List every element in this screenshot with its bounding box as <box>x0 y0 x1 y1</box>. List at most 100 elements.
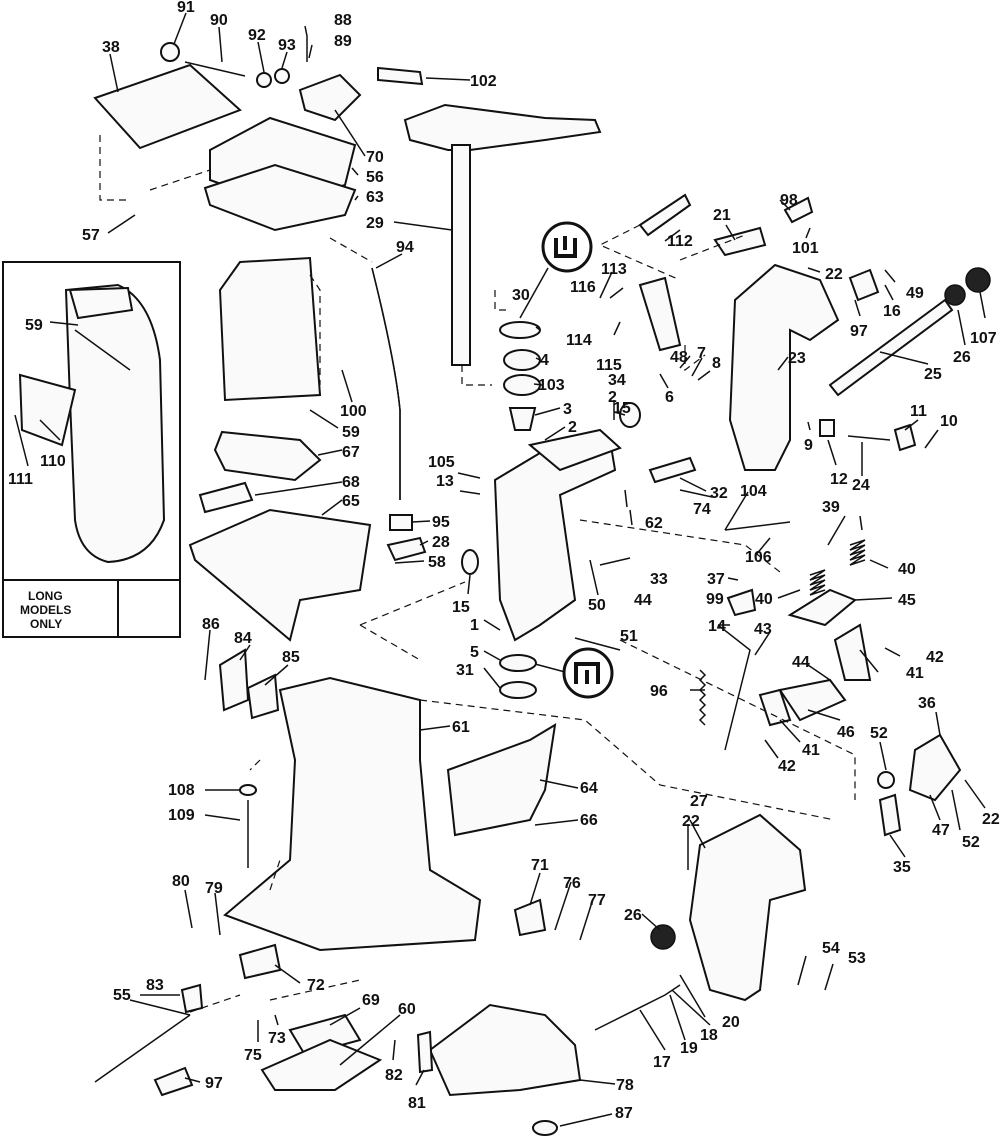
callout-47: 47 <box>932 822 950 839</box>
callout-97a: 97 <box>850 323 868 340</box>
callout-87: 87 <box>615 1105 633 1122</box>
callout-16: 16 <box>883 303 901 320</box>
callout-7: 7 <box>697 345 706 362</box>
part-63-gasket <box>203 163 357 232</box>
callout-64: 64 <box>580 780 598 797</box>
callout-36: 36 <box>918 695 936 712</box>
callout-111: 111 <box>8 471 33 488</box>
inset-label-line3: ONLY <box>30 617 62 631</box>
callout-25: 25 <box>924 366 942 383</box>
callout-43: 43 <box>754 621 772 638</box>
callout-61: 61 <box>452 719 470 736</box>
callout-81: 81 <box>408 1095 426 1112</box>
callout-75: 75 <box>244 1047 262 1064</box>
callout-37: 37 <box>707 571 725 588</box>
callout-98: 98 <box>780 192 798 209</box>
callout-92: 92 <box>248 27 266 44</box>
callout-74: 74 <box>693 501 711 518</box>
callout-34: 34 <box>608 372 626 389</box>
part-59-exhaust <box>218 256 322 402</box>
callout-21: 21 <box>713 207 731 224</box>
callout-53: 53 <box>848 950 866 967</box>
callout-68: 68 <box>342 474 360 491</box>
callout-71: 71 <box>531 857 549 874</box>
callout-76: 76 <box>563 875 581 892</box>
leader-lines <box>14 12 986 1127</box>
part-65-cover <box>188 508 372 642</box>
callout-60: 60 <box>398 1001 416 1018</box>
callout-97b: 97 <box>205 1075 223 1092</box>
callout-58: 58 <box>428 554 446 571</box>
callout-20: 20 <box>722 1014 740 1031</box>
callout-89: 89 <box>334 33 352 50</box>
callout-116: 116 <box>570 279 596 296</box>
callout-19: 19 <box>680 1040 698 1057</box>
callout-49: 49 <box>906 285 924 302</box>
callout-18: 18 <box>700 1027 718 1044</box>
part-38-gasket <box>93 63 242 150</box>
callout-32: 32 <box>710 485 728 502</box>
callout-24: 24 <box>852 477 870 494</box>
callout-1: 1 <box>470 617 479 634</box>
callout-13: 13 <box>436 473 454 490</box>
callout-41a: 41 <box>906 665 924 682</box>
callout-85: 85 <box>282 649 300 666</box>
callout-86: 86 <box>202 616 220 633</box>
callout-100: 100 <box>340 403 367 420</box>
callout-30: 30 <box>512 287 530 304</box>
callout-56: 56 <box>366 169 384 186</box>
callout-8: 8 <box>712 355 721 372</box>
callout-2b: 2 <box>608 389 617 406</box>
callout-72: 72 <box>307 977 325 994</box>
callout-44a: 44 <box>634 592 652 609</box>
callout-107: 107 <box>970 330 997 347</box>
callout-10: 10 <box>940 413 958 430</box>
callout-50: 50 <box>588 597 606 614</box>
callout-112: 112 <box>667 233 693 250</box>
inset-label-line2: MODELS <box>20 603 71 617</box>
callout-93: 93 <box>278 37 296 54</box>
callout-84: 84 <box>234 630 252 647</box>
callout-29: 29 <box>366 215 384 232</box>
callout-55: 55 <box>113 987 131 1004</box>
callout-114: 114 <box>566 332 592 349</box>
callout-45: 45 <box>898 592 916 609</box>
callout-109: 109 <box>168 807 195 824</box>
callout-96: 96 <box>650 683 668 700</box>
part-29-steering-arm <box>403 103 602 151</box>
callout-52b: 52 <box>962 834 980 851</box>
callout-77: 77 <box>588 892 606 909</box>
callout-103: 103 <box>538 377 565 394</box>
callout-101: 101 <box>792 240 819 257</box>
callout-88: 88 <box>334 12 352 29</box>
callout-54: 54 <box>822 940 840 957</box>
part-27-clamp-bracket <box>688 813 807 1002</box>
callout-110: 110 <box>40 453 66 470</box>
part-25-tilt-tube <box>828 298 954 397</box>
part-29-shaft <box>451 144 471 366</box>
callout-83: 83 <box>146 977 164 994</box>
callout-6: 6 <box>665 389 674 406</box>
callout-90: 90 <box>210 12 228 29</box>
callout-38: 38 <box>102 39 120 56</box>
callout-14: 14 <box>708 618 726 635</box>
callout-15b: 15 <box>452 599 470 616</box>
callout-35: 35 <box>893 859 911 876</box>
callout-78: 78 <box>616 1077 634 1094</box>
part-67-seal <box>213 430 322 482</box>
callout-22c: 22 <box>682 813 700 830</box>
callout-57: 57 <box>82 227 100 244</box>
callout-26a: 26 <box>953 349 971 366</box>
callout-48: 48 <box>670 349 688 366</box>
callout-59: 59 <box>342 424 360 441</box>
callout-106: 106 <box>745 549 772 566</box>
lubricate-symbol <box>541 221 593 273</box>
callout-23: 23 <box>788 350 806 367</box>
part-23-clamp-bracket <box>728 263 840 471</box>
callout-12: 12 <box>830 471 848 488</box>
callout-5: 5 <box>470 644 479 661</box>
part-70-bracket <box>298 73 362 122</box>
callout-80: 80 <box>172 873 190 890</box>
callout-15a: 15 <box>613 400 631 417</box>
